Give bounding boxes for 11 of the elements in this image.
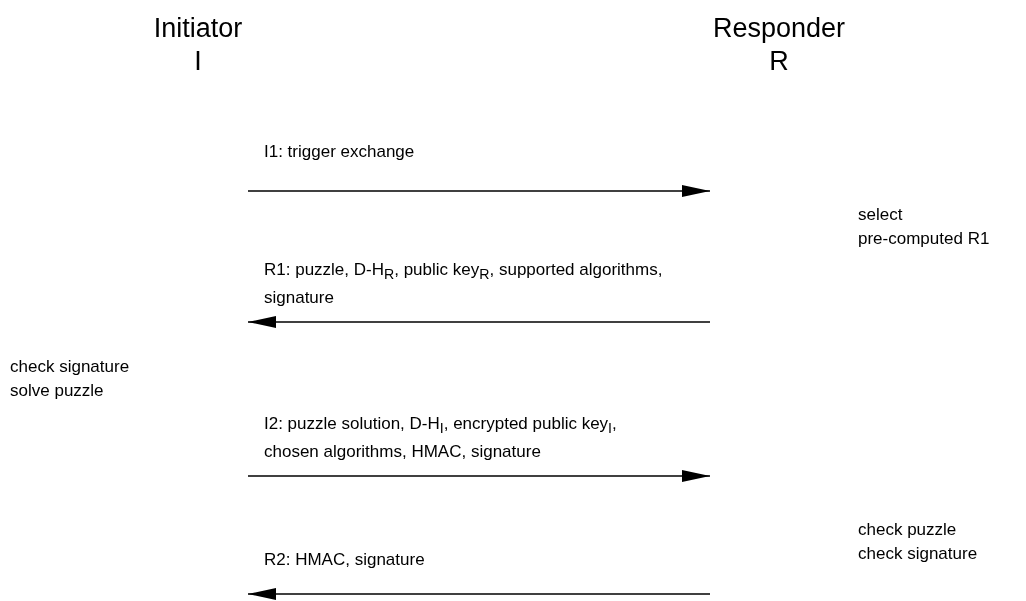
note-text: select pre-computed R1	[858, 204, 991, 250]
arrow	[247, 185, 711, 197]
note-text: check signature solve puzzle	[10, 356, 131, 402]
edge-label: I1: trigger exchange	[264, 141, 416, 163]
note-text: check puzzle check signature	[858, 519, 979, 565]
edge-label: R1: puzzle, D-H$_{R}$, public key$_{R}$, supported algorithms, signature	[264, 259, 664, 310]
arrow	[247, 470, 711, 482]
edge-label: I2: puzzle solution, D-H$_{I}$, encrypted public key$_{I}$, chosen algorithms, HMAC, signature	[264, 413, 618, 464]
arrow	[247, 316, 711, 328]
arrow	[247, 588, 711, 600]
edge-label: R2: HMAC, signature	[264, 549, 426, 571]
